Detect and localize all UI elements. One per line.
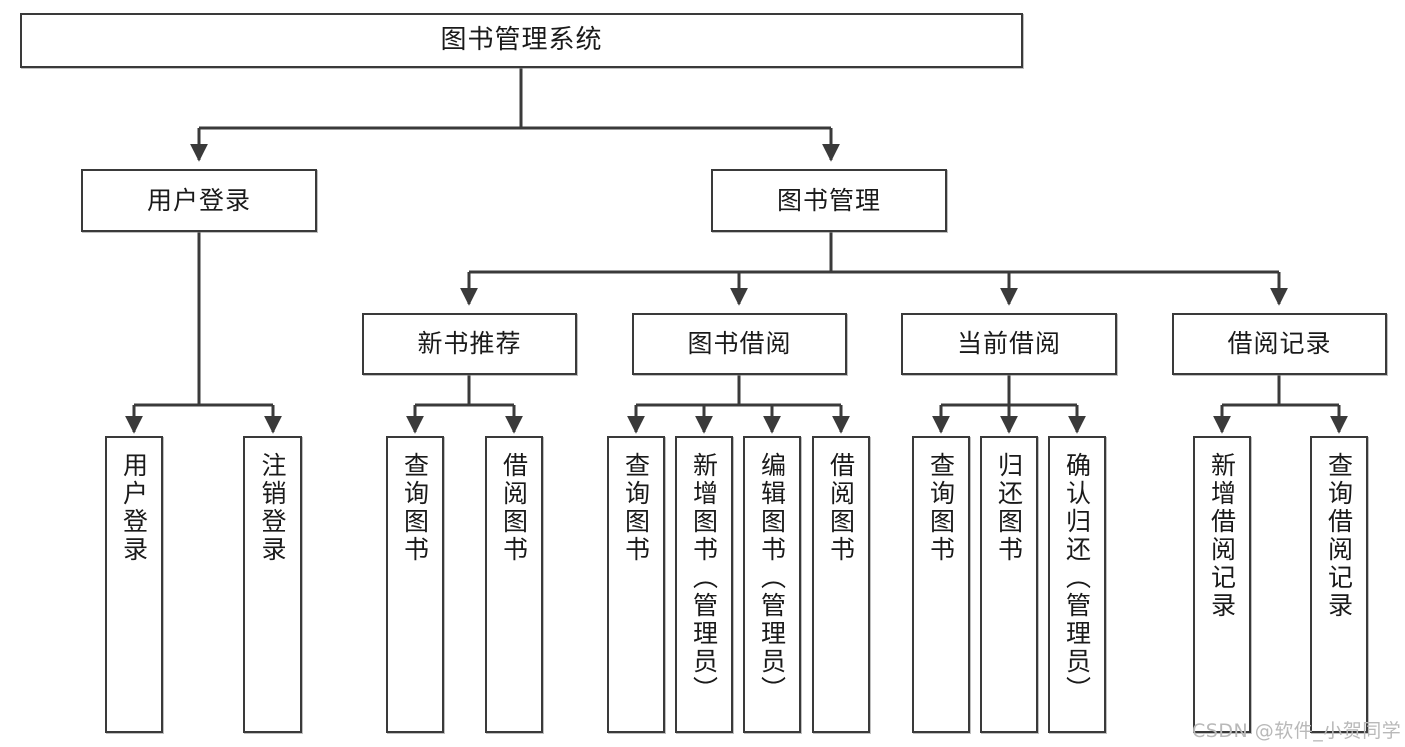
leaf-borrow-borrow-book[interactable]: 借阅图书 xyxy=(812,436,870,733)
leaf-borrow-query-book[interactable]: 查询图书 xyxy=(607,436,665,733)
leaf-current-return-book[interactable]: 归还图书 xyxy=(980,436,1038,733)
leaf-current-confirm-return-admin[interactable]: 确认归还（管理员） xyxy=(1048,436,1106,733)
node-label: 注销登录 xyxy=(258,452,287,564)
leaf-record-add-record[interactable]: 新增借阅记录 xyxy=(1193,436,1251,733)
node-label: 编辑图书（管理员） xyxy=(757,452,787,704)
leaf-current-query-book[interactable]: 查询图书 xyxy=(912,436,970,733)
node-label: 借阅记录 xyxy=(1227,329,1332,359)
leaf-borrow-add-book-admin[interactable]: 新增图书（管理员） xyxy=(675,436,733,733)
node-label: 用户登录 xyxy=(119,452,149,564)
node-root-system[interactable]: 图书管理系统 xyxy=(20,13,1023,68)
node-label: 图书管理系统 xyxy=(440,25,603,56)
leaf-recommend-query-book[interactable]: 查询图书 xyxy=(386,436,444,733)
node-label: 新增图书（管理员） xyxy=(689,452,719,704)
node-label: 图书管理 xyxy=(776,185,881,215)
node-label: 新书推荐 xyxy=(417,329,522,359)
leaf-record-query-record[interactable]: 查询借阅记录 xyxy=(1310,436,1368,733)
leaf-borrow-edit-book-admin[interactable]: 编辑图书（管理员） xyxy=(743,436,801,733)
node-label: 查询图书 xyxy=(926,452,956,564)
leaf-user-login-signout[interactable]: 注销登录 xyxy=(243,436,302,733)
node-label: 借阅图书 xyxy=(826,452,856,564)
node-label: 新增借阅记录 xyxy=(1207,452,1237,620)
node-label: 确认归还（管理员） xyxy=(1062,452,1092,704)
node-label: 归还图书 xyxy=(994,452,1024,564)
node-book-borrow[interactable]: 图书借阅 xyxy=(632,313,847,375)
node-current-borrow[interactable]: 当前借阅 xyxy=(901,313,1117,375)
node-label: 用户登录 xyxy=(146,185,251,215)
node-user-login[interactable]: 用户登录 xyxy=(81,169,317,232)
node-new-book-recommend[interactable]: 新书推荐 xyxy=(362,313,577,375)
leaf-user-login-signin[interactable]: 用户登录 xyxy=(105,436,163,733)
node-label: 查询图书 xyxy=(400,452,430,564)
node-label: 图书借阅 xyxy=(687,329,792,359)
leaf-recommend-borrow-book[interactable]: 借阅图书 xyxy=(485,436,543,733)
node-book-management[interactable]: 图书管理 xyxy=(711,169,947,232)
node-label: 当前借阅 xyxy=(956,329,1061,359)
node-label: 查询借阅记录 xyxy=(1324,452,1354,620)
node-label: 查询图书 xyxy=(621,452,651,564)
node-borrow-record[interactable]: 借阅记录 xyxy=(1172,313,1387,375)
node-label: 借阅图书 xyxy=(499,452,529,564)
csdn-watermark: CSDN @软件_小贺同学 xyxy=(1192,720,1402,742)
